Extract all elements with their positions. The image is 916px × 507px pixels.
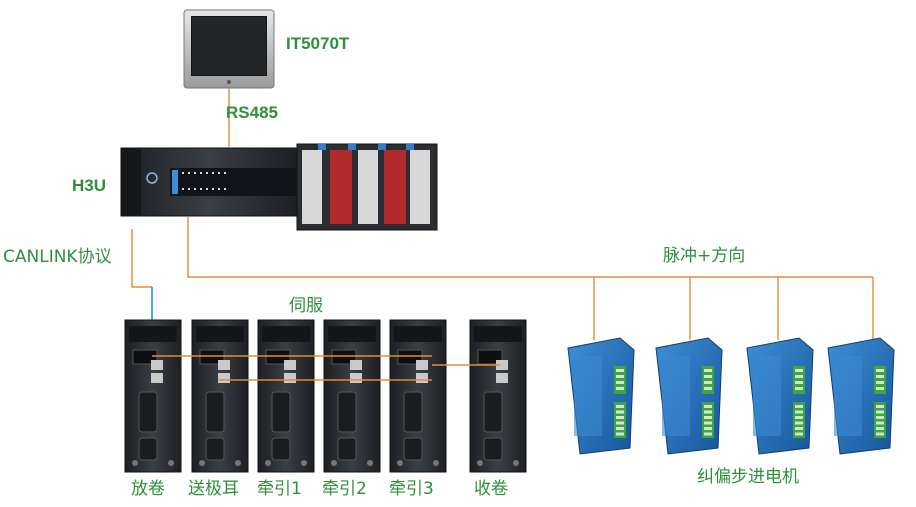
servo-drives (124, 319, 527, 473)
servo-drive (323, 319, 381, 473)
hmi-panel (183, 9, 275, 89)
servo-drive (389, 319, 447, 473)
stepper-driver (827, 337, 895, 455)
plc-unit (120, 143, 438, 231)
servo-drive (257, 319, 315, 473)
plc-label: H3U (72, 176, 107, 195)
pulse-dir-bus (187, 217, 873, 278)
hmi-label: IT5070T (286, 34, 350, 53)
pulse-dir-label: 脉冲+方向 (663, 246, 746, 266)
servo-drive (124, 319, 182, 473)
servo-label-0: 放卷 (131, 479, 165, 499)
stepper-driver (567, 337, 635, 455)
servo-label-3: 牵引2 (322, 479, 367, 499)
canlink-label: CANLINK协议 (3, 247, 112, 267)
servo-label-1: 送极耳 (188, 479, 239, 499)
rs485-label: RS485 (226, 103, 278, 122)
servo-drive (191, 319, 249, 473)
canlink-cable (131, 229, 152, 288)
servo-label-2: 牵引1 (257, 479, 302, 499)
stepper-driver (746, 337, 814, 455)
servo-drive (469, 319, 527, 473)
servo-group-label: 伺服 (289, 296, 323, 316)
stepper-group-label: 纠偏步进电机 (697, 467, 799, 487)
stepper-driver (655, 337, 723, 455)
stepper-drops (593, 277, 874, 340)
stepper-drivers (567, 337, 895, 455)
servo-label-5: 收卷 (474, 479, 508, 499)
servo-label-4: 牵引3 (389, 479, 434, 499)
